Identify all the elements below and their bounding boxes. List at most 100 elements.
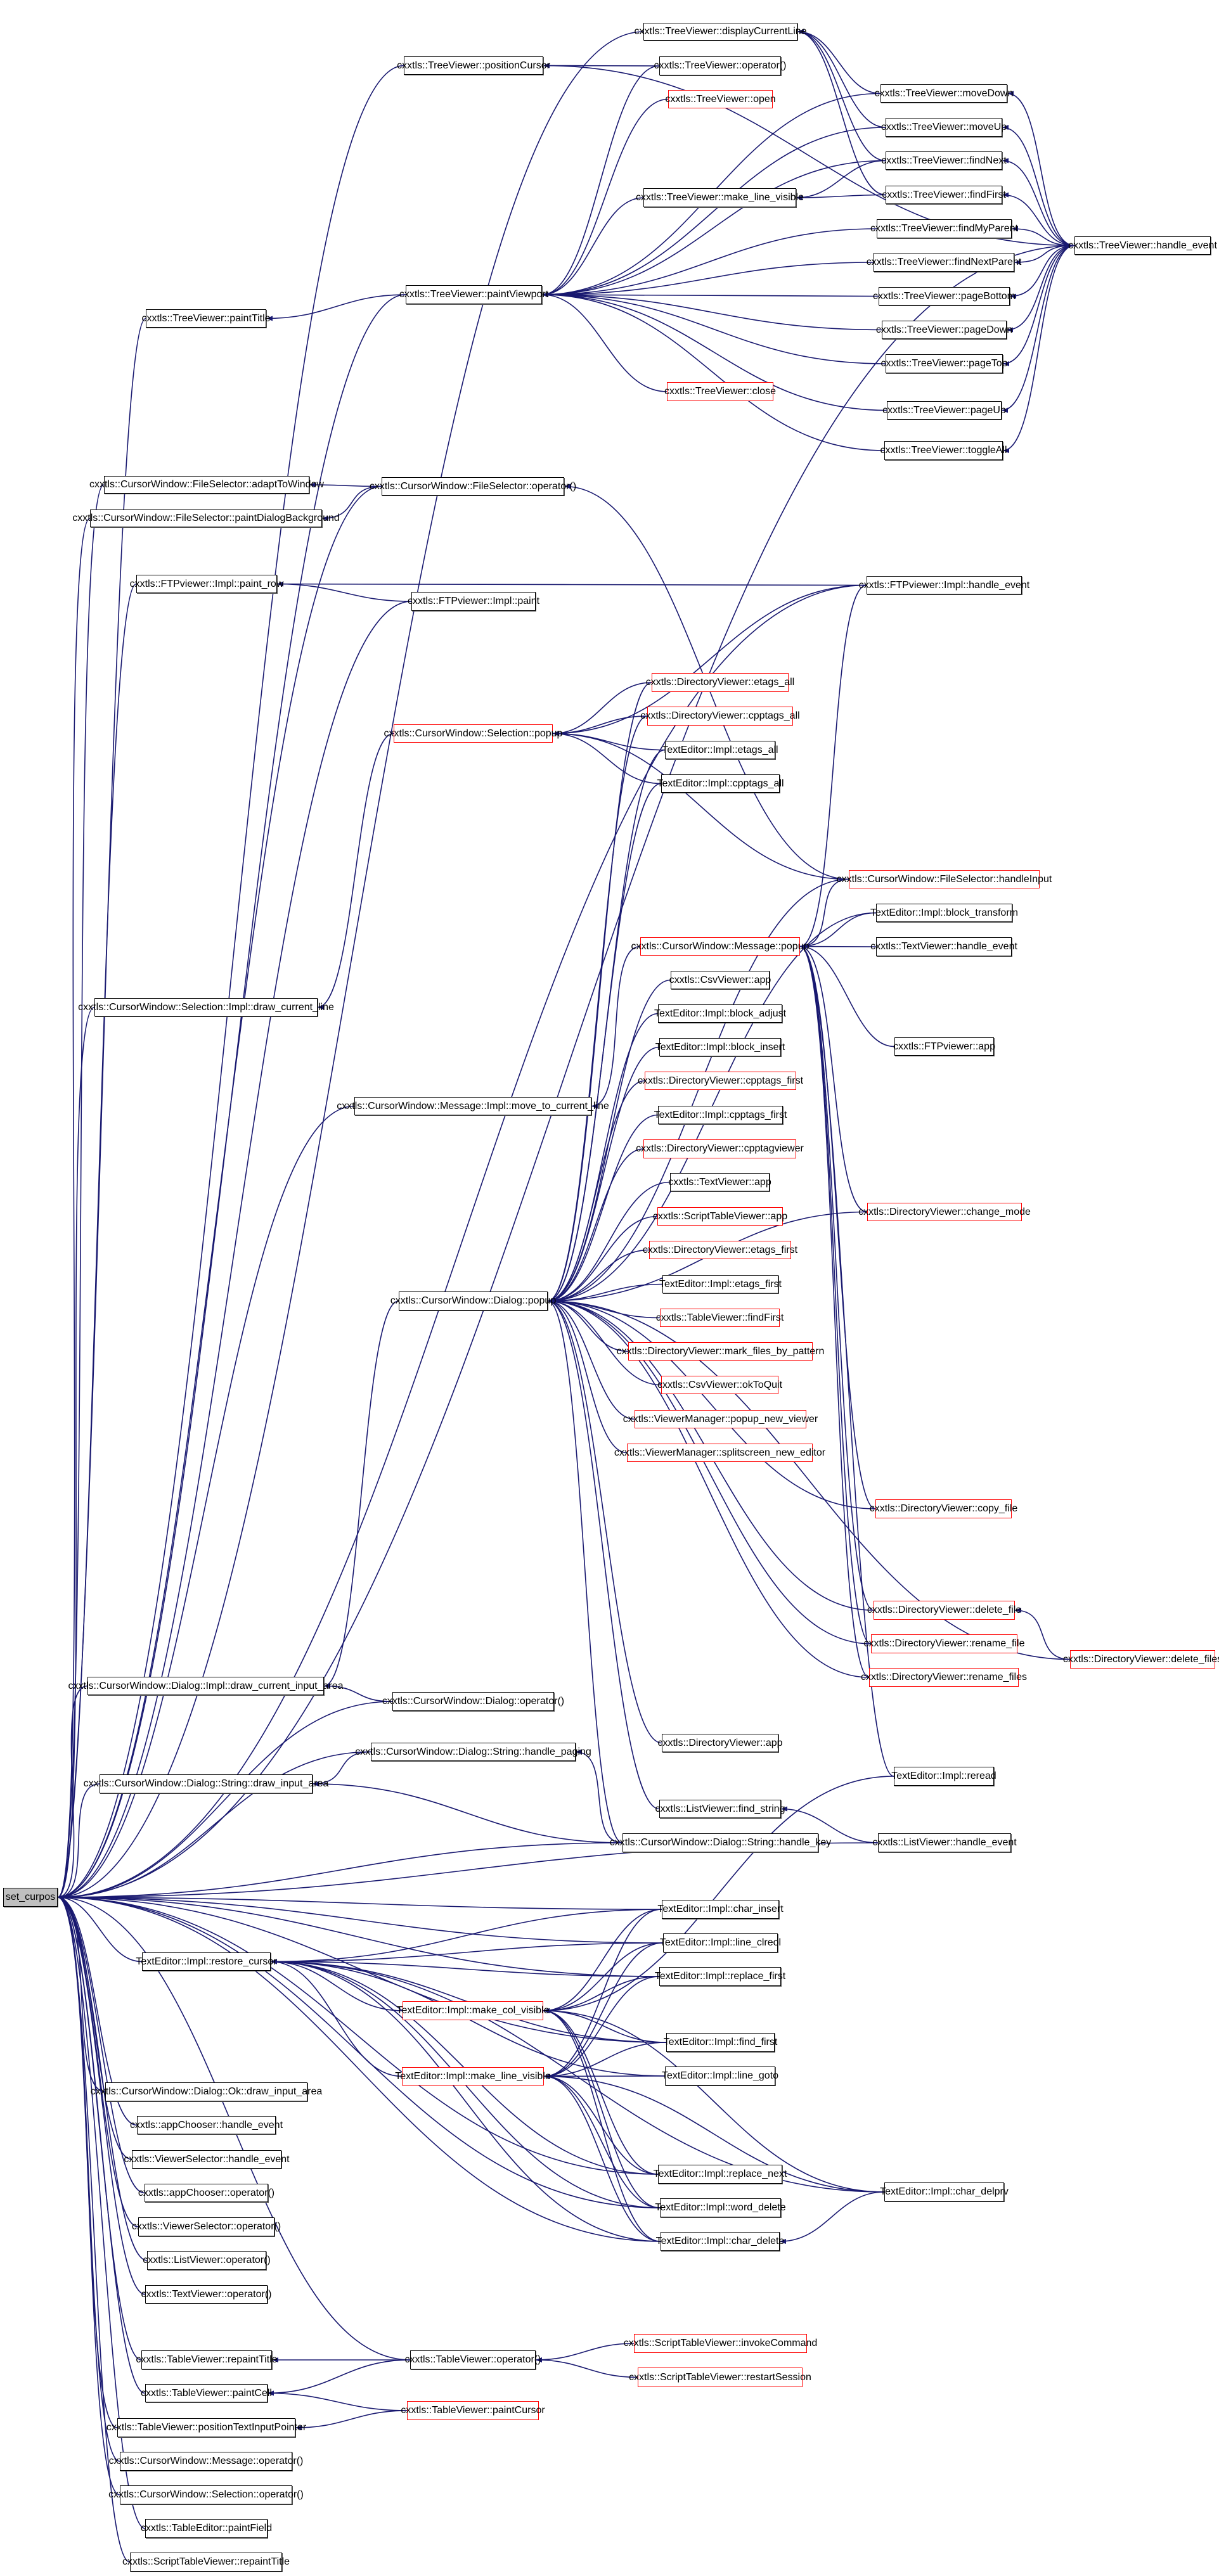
graph-node[interactable]: cxxtls::ListViewer::handle_event [872,1833,1017,1852]
graph-node[interactable]: cxxtls::DirectoryViewer::etags_all [646,673,794,692]
graph-node[interactable]: cxxtls::ViewerManager::splitscreen_new_e… [614,1444,825,1462]
graph-node[interactable]: cxxtls::CursorWindow::Message::Impl::mov… [337,1097,609,1115]
graph-node[interactable]: TextEditor::Impl::line_clreol [660,1933,781,1952]
graph-node[interactable]: cxxtls::TreeViewer::pageDown [876,321,1012,339]
graph-node[interactable]: cxxtls::CursorWindow::Selection::operato… [108,2485,304,2504]
graph-node[interactable]: cxxtls::DirectoryViewer::etags_first [643,1241,797,1259]
graph-node[interactable]: cxxtls::TreeViewer::make_line_visible [636,188,804,207]
graph-node[interactable]: cxxtls::ViewerManager::popup_new_viewer [623,1410,818,1428]
graph-node[interactable]: cxxtls::TreeViewer::paintTitle [141,309,271,328]
graph-node[interactable]: cxxtls::TreeViewer::pageTop [880,354,1008,373]
graph-node[interactable]: cxxtls::appChooser::operator() [138,2184,274,2202]
graph-node[interactable]: cxxtls::TreeViewer::findNext [881,151,1007,170]
graph-node[interactable]: cxxtls::TreeViewer::findMyParent [870,219,1018,238]
graph-node[interactable]: cxxtls::DirectoryViewer::cpptags_all [640,707,800,726]
graph-node[interactable]: TextEditor::Impl::line_goto [662,2067,778,2086]
graph-node[interactable]: cxxtls::ScriptTableViewer::repaintTitle [122,2553,290,2572]
graph-node[interactable]: TextEditor::Impl::cpptags_all [657,774,784,793]
graph-node[interactable]: cxxtls::CursorWindow::FileSelector::oper… [370,477,576,496]
graph-node[interactable]: cxxtls::CursorWindow::Selection::Impl::d… [78,998,334,1016]
graph-node[interactable]: TextEditor::Impl::restore_cursor [136,1952,277,1971]
graph-node[interactable]: cxxtls::DirectoryViewer::app [657,1734,783,1752]
graph-node[interactable]: cxxtls::ViewerSelector::handle_event [124,2150,290,2169]
graph-node[interactable]: TextEditor::Impl::make_line_visible [395,2067,551,2086]
graph-node[interactable]: TextEditor::Impl::etags_all [662,741,778,759]
graph-node[interactable]: cxxtls::DirectoryViewer::delete_file [867,1601,1021,1620]
graph-node[interactable]: cxxtls::TreeViewer::close [664,382,776,401]
graph-node[interactable]: cxxtls::CursorWindow::Dialog::String::dr… [84,1774,328,1793]
graph-node[interactable]: cxxtls::TreeViewer::paintViewport [399,285,548,304]
graph-node[interactable]: cxxtls::CursorWindow::Message::popup [631,937,809,956]
graph-node[interactable]: cxxtls::CursorWindow::FileSelector::adap… [89,476,324,494]
graph-node[interactable]: TextEditor::Impl::etags_first [659,1275,782,1293]
graph-node[interactable]: cxxtls::TableViewer::findFirst [656,1309,784,1327]
graph-node[interactable]: TextEditor::Impl::block_adjust [654,1004,786,1023]
graph-node[interactable]: cxxtls::DirectoryViewer::delete_files [1063,1650,1219,1669]
root-function-node[interactable]: set_curpos [3,1888,58,1907]
graph-node[interactable]: cxxtls::CsvViewer::okToQuit [657,1376,782,1394]
graph-node[interactable]: cxxtls::TableEditor::paintField [141,2519,272,2538]
graph-node[interactable]: cxxtls::FTPviewer::app [893,1037,995,1056]
graph-node[interactable]: cxxtls::DirectoryViewer::rename_files [861,1668,1027,1687]
graph-node[interactable]: TextEditor::Impl::make_col_visible [397,2001,550,2020]
graph-node[interactable]: cxxtls::CursorWindow::Message::operator(… [109,2452,303,2471]
graph-node[interactable]: cxxtls::FTPviewer::Impl::paint [408,592,539,611]
graph-node[interactable]: cxxtls::CursorWindow::Dialog::operator() [382,1692,564,1711]
graph-node[interactable]: cxxtls::TreeViewer::operator() [654,56,786,75]
graph-node[interactable]: cxxtls::CursorWindow::Dialog::Impl::draw… [68,1677,343,1695]
graph-node[interactable]: TextEditor::Impl::char_insert [657,1900,784,1919]
graph-node[interactable]: TextEditor::Impl::char_delprv [880,2182,1009,2201]
graph-node[interactable]: cxxtls::TableViewer::paintCursor [401,2401,545,2420]
graph-node[interactable]: cxxtls::CursorWindow::Dialog::popup [390,1291,556,1310]
graph-node[interactable]: cxxtls::TableViewer::positionTextInputPo… [106,2418,306,2437]
graph-node[interactable]: cxxtls::ListViewer::find_string [655,1800,785,1818]
graph-node[interactable]: cxxtls::DirectoryViewer::cpptagviewer [636,1139,804,1158]
graph-node[interactable]: cxxtls::TreeViewer::findFirst [882,186,1006,204]
graph-node[interactable]: cxxtls::DirectoryViewer::copy_file [870,1499,1017,1518]
graph-node[interactable]: cxxtls::TreeViewer::pageBottom [873,287,1016,305]
graph-node[interactable]: cxxtls::DirectoryViewer::mark_files_by_p… [617,1342,824,1361]
graph-node[interactable]: cxxtls::CursorWindow::Dialog::String::ha… [355,1743,591,1761]
graph-node[interactable]: cxxtls::TreeViewer::moveDown [875,84,1013,103]
graph-node[interactable]: TextEditor::Impl::block_transform [870,904,1018,922]
graph-node[interactable]: cxxtls::TreeViewer::moveUp [881,118,1007,137]
graph-node[interactable]: cxxtls::FTPviewer::Impl::paint_row [130,575,283,593]
graph-node[interactable]: cxxtls::DirectoryViewer::cpptags_first [638,1072,803,1090]
graph-node[interactable]: cxxtls::DirectoryViewer::change_mode [858,1203,1031,1221]
graph-node[interactable]: cxxtls::CursorWindow::FileSelector::hand… [837,870,1052,888]
graph-node[interactable]: cxxtls::DirectoryViewer::rename_file [864,1634,1025,1653]
graph-node[interactable]: TextEditor::Impl::replace_first [655,1967,785,1986]
graph-node[interactable]: cxxtls::TableViewer::repaintTitle [136,2350,278,2369]
graph-node[interactable]: TextEditor::Impl::word_delete [655,2198,786,2217]
graph-node[interactable]: TextEditor::Impl::reread [891,1767,996,1786]
graph-node[interactable]: cxxtls::ScriptTableViewer::restartSessio… [629,2368,811,2387]
graph-node[interactable]: cxxtls::ListViewer::operator() [143,2251,271,2270]
graph-node[interactable]: TextEditor::Impl::char_delete [656,2232,784,2251]
graph-node[interactable]: cxxtls::CursorWindow::Dialog::Ok::draw_i… [91,2082,322,2101]
graph-node[interactable]: TextEditor::Impl::replace_next [654,2165,787,2184]
graph-node[interactable]: cxxtls::TreeViewer::pageUp [882,401,1006,420]
graph-node[interactable]: cxxtls::CsvViewer::app [669,971,771,989]
graph-node[interactable]: cxxtls::CursorWindow::Selection::popup [384,724,562,743]
graph-node[interactable]: cxxtls::FTPviewer::Impl::handle_event [859,576,1029,594]
graph-node[interactable]: cxxtls::TextViewer::handle_event [870,937,1017,956]
graph-node[interactable]: cxxtls::TextViewer::app [668,1173,771,1191]
graph-node[interactable]: cxxtls::ScriptTableViewer::invokeCommand [624,2334,817,2353]
graph-node[interactable]: cxxtls::TableViewer::operator() [405,2350,541,2369]
graph-node[interactable]: cxxtls::TreeViewer::handle_event [1068,236,1217,255]
graph-node[interactable]: cxxtls::ViewerSelector::operator() [132,2217,281,2236]
graph-node[interactable]: cxxtls::appChooser::handle_event [130,2116,283,2134]
graph-node[interactable]: cxxtls::TreeViewer::open [665,90,776,108]
graph-node[interactable]: cxxtls::TreeViewer::findNextParent [867,253,1021,272]
graph-node[interactable]: TextEditor::Impl::block_insert [655,1038,785,1056]
graph-node[interactable]: cxxtls::TreeViewer::toggleAll [880,441,1007,460]
graph-node[interactable]: cxxtls::TreeViewer::displayCurrentLine [634,23,807,41]
graph-node[interactable]: cxxtls::TableViewer::paintCell [141,2384,272,2402]
graph-node[interactable]: cxxtls::ScriptTableViewer::app [653,1207,787,1226]
graph-node[interactable]: cxxtls::CursorWindow::FileSelector::pain… [72,509,340,527]
graph-node[interactable]: cxxtls::TreeViewer::positionCursor [397,56,550,75]
graph-node[interactable]: cxxtls::TextViewer::operator() [141,2285,272,2304]
graph-node[interactable]: TextEditor::Impl::find_first [664,2033,777,2052]
graph-node[interactable]: cxxtls::CursorWindow::Dialog::String::ha… [610,1833,831,1852]
graph-node[interactable]: TextEditor::Impl::cpptags_first [654,1106,787,1124]
